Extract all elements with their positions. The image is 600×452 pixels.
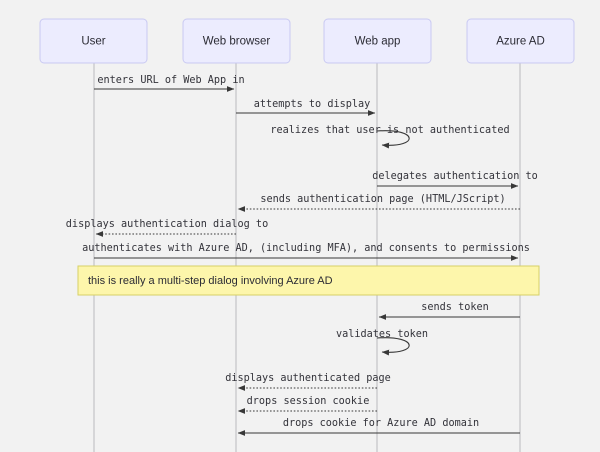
participant-box-user[interactable]	[39, 18, 148, 64]
message-5: sends authentication page (HTML/JScript)	[237, 194, 520, 212]
message-2: attempts to display	[236, 99, 376, 116]
message-label-3: realizes that user is not authenticated	[270, 125, 509, 136]
participant-box-webapp[interactable]	[323, 18, 432, 64]
message-label-8: sends token	[421, 302, 488, 313]
message-line-3	[376, 130, 410, 149]
participant-browser[interactable]: Web browser	[182, 18, 291, 64]
message-12: drops cookie for Azure AD domain	[237, 418, 520, 436]
note-multistep-box	[77, 265, 540, 296]
message-11: drops session cookie	[237, 396, 377, 414]
participant-box-azuread[interactable]	[466, 18, 575, 64]
message-label-10: displays authenticated page	[225, 373, 391, 384]
message-8: sends token	[378, 302, 520, 320]
note-multistep: this is really a multi-step dialog invol…	[77, 265, 540, 296]
participant-box-browser[interactable]	[182, 18, 291, 64]
message-label-9: validates token	[336, 329, 428, 340]
message-label-12: drops cookie for Azure AD domain	[283, 418, 479, 429]
message-7: authenticates with Azure AD, (including …	[82, 243, 530, 261]
message-3: realizes that user is not authenticated	[270, 125, 510, 149]
message-line-9	[376, 337, 410, 356]
participants-group: User Web browser Web app Azure AD	[39, 18, 575, 64]
participant-azuread[interactable]: Azure AD	[466, 18, 575, 64]
participant-user[interactable]: User	[39, 18, 148, 64]
message-1: enters URL of Web App in	[94, 75, 245, 92]
message-4: delegates authentication to	[372, 171, 538, 189]
participant-label-azuread: Azure AD	[496, 36, 545, 48]
message-label-4: delegates authentication to	[372, 171, 538, 182]
message-label-11: drops session cookie	[247, 396, 370, 407]
message-label-5: sends authentication page (HTML/JScript)	[260, 194, 505, 205]
participant-webapp[interactable]: Web app	[323, 18, 432, 64]
message-9: validates token	[336, 329, 428, 356]
notes-group: this is really a multi-step dialog invol…	[77, 265, 540, 296]
message-10: displays authenticated page	[225, 373, 391, 391]
note-multistep-text: this is really a multi-step dialog invol…	[88, 275, 333, 287]
message-label-7: authenticates with Azure AD, (including …	[82, 243, 530, 254]
message-6: displays authentication dialog to	[66, 219, 268, 237]
participant-label-browser: Web browser	[203, 36, 271, 48]
participant-label-user: User	[81, 36, 105, 48]
messages-group: enters URL of Web App in attempts to disp…	[66, 75, 538, 436]
message-label-6: displays authentication dialog to	[66, 219, 268, 230]
message-label-2: attempts to display	[254, 99, 371, 110]
message-label-1: enters URL of Web App in	[97, 75, 244, 86]
participant-label-webapp: Web app	[355, 36, 401, 48]
